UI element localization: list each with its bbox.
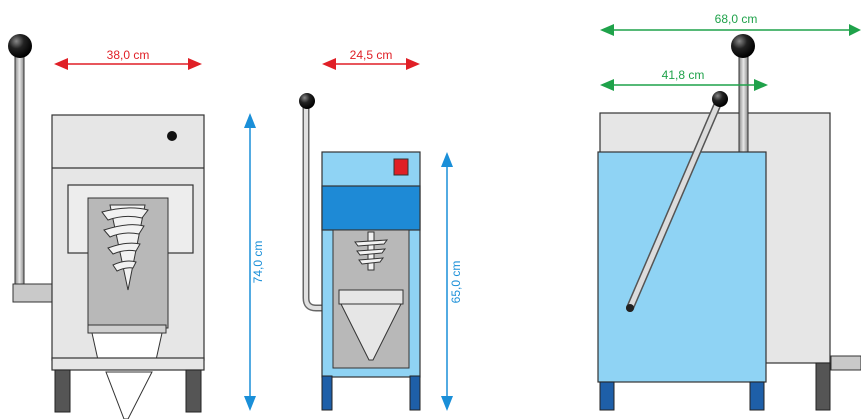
dim-label-74: 74,0 cm bbox=[251, 241, 265, 284]
lever-pivot bbox=[626, 304, 634, 312]
mini-power-switch bbox=[393, 158, 409, 176]
large-side-handle bbox=[830, 355, 861, 371]
large-vertical-knob bbox=[731, 34, 755, 58]
machine-mini-blue bbox=[299, 93, 421, 411]
mini-auger bbox=[354, 231, 389, 271]
machine-side-large bbox=[597, 34, 861, 411]
indicator-dot bbox=[167, 131, 177, 141]
dim-label-24-5: 24,5 cm bbox=[350, 48, 393, 62]
dim-width-large-inner: 41,8 cm bbox=[600, 68, 768, 91]
funnel-rim bbox=[87, 324, 167, 334]
leg-left bbox=[54, 369, 71, 413]
lever-rod bbox=[14, 49, 25, 291]
mini-panel bbox=[321, 185, 421, 231]
funnel-cup bbox=[91, 332, 163, 361]
leg-right bbox=[185, 369, 202, 413]
dim-label-68: 68,0 cm bbox=[715, 12, 758, 26]
dim-label-38: 38,0 cm bbox=[107, 48, 150, 62]
large-leg-back bbox=[815, 362, 831, 411]
large-vertical-rod bbox=[738, 54, 749, 156]
large-leg-front-left bbox=[599, 381, 615, 411]
mini-funnel-rim bbox=[338, 289, 404, 305]
mini-lever-knob bbox=[299, 93, 315, 109]
machine-front-gray bbox=[8, 34, 205, 419]
lever-knob bbox=[8, 34, 32, 58]
mini-funnel bbox=[340, 303, 402, 361]
dim-width-large-outer: 68,0 cm bbox=[600, 12, 861, 36]
dim-width-small: 38,0 cm bbox=[54, 48, 202, 70]
base-frame bbox=[51, 357, 205, 371]
auger bbox=[101, 204, 149, 291]
dim-height-mini: 65,0 cm bbox=[441, 152, 463, 411]
mini-leg-right bbox=[409, 375, 421, 411]
large-leg-front-right bbox=[749, 381, 765, 411]
mini-leg-left bbox=[321, 375, 333, 411]
dim-label-65: 65,0 cm bbox=[449, 261, 463, 304]
dim-label-41-8: 41,8 cm bbox=[662, 68, 705, 82]
dim-width-mini: 24,5 cm bbox=[322, 48, 420, 70]
output-cone bbox=[105, 371, 153, 419]
dim-height-small: 74,0 cm bbox=[244, 113, 265, 411]
lever-bracket bbox=[12, 283, 54, 303]
large-diagonal-knob bbox=[712, 91, 728, 107]
